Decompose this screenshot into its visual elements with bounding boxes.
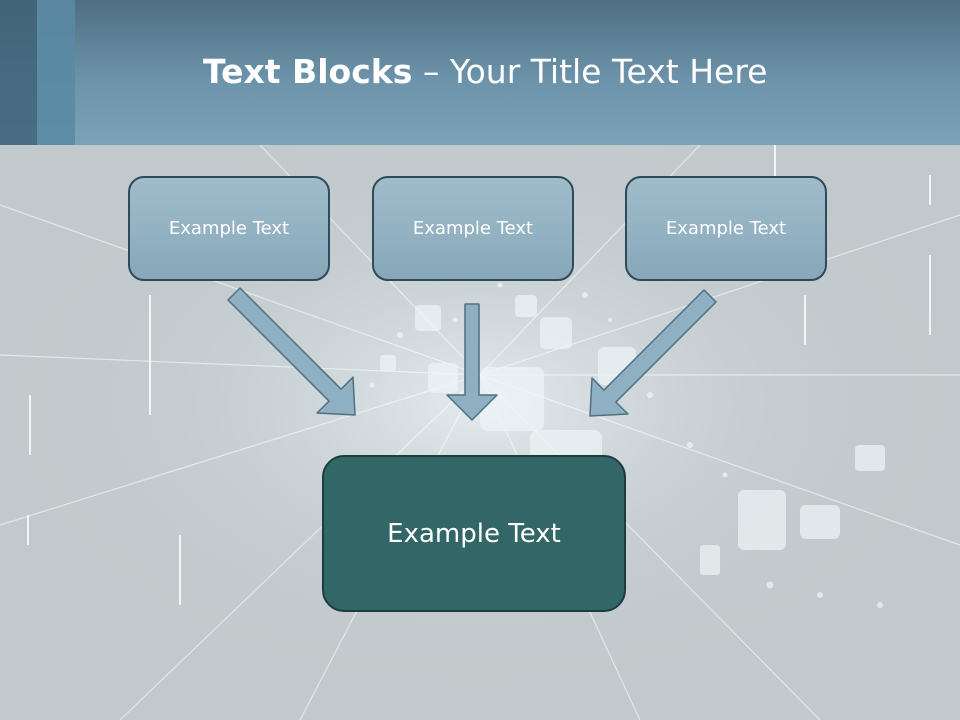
central-text-block[interactable]: Example Text	[322, 455, 626, 612]
text-block-right[interactable]: Example Text	[625, 176, 827, 281]
title-bold-part: Text Blocks	[203, 52, 413, 91]
arrow-middle-to-center	[446, 303, 498, 421]
text-block-left-label: Example Text	[168, 218, 290, 239]
accent-strip-dark	[0, 0, 37, 145]
text-block-middle-label: Example Text	[412, 218, 534, 239]
title-rest: Your Title Text Here	[449, 52, 768, 91]
text-block-middle[interactable]: Example Text	[372, 176, 574, 281]
title-dash: –	[412, 52, 450, 91]
slide-title: Text Blocks – Your Title Text Here	[203, 52, 767, 91]
text-block-left[interactable]: Example Text	[128, 176, 330, 281]
central-text-block-label: Example Text	[387, 518, 561, 549]
accent-strip-light	[37, 0, 75, 145]
text-block-right-label: Example Text	[665, 218, 787, 239]
title-bar	[0, 0, 960, 145]
arrow-left-to-center	[227, 287, 356, 416]
arrow-right-to-center	[589, 289, 717, 417]
